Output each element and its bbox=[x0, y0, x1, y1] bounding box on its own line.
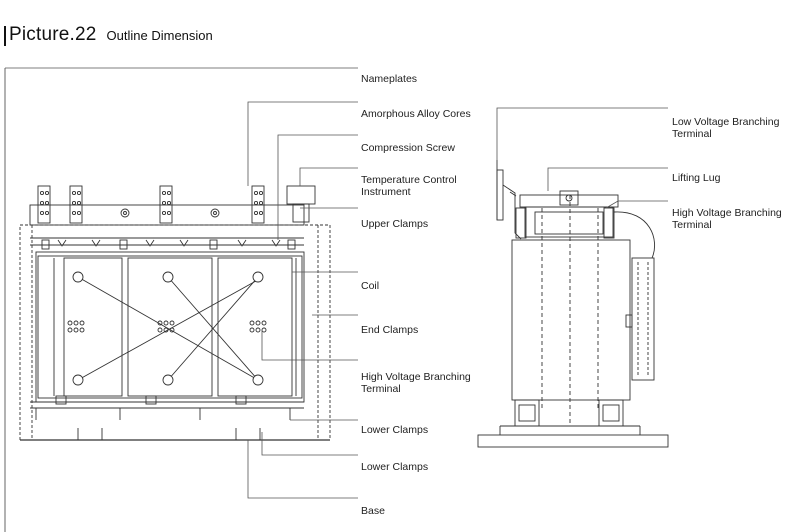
compression-screws bbox=[41, 239, 296, 250]
side-body bbox=[511, 239, 631, 401]
label-upper-clamps: Upper Clamps bbox=[361, 218, 428, 230]
tap-terminals bbox=[67, 320, 267, 333]
label-instrument: Instrument bbox=[361, 186, 411, 198]
label-compression-screw: Compression Screw bbox=[361, 142, 455, 154]
label-side-hv-branching: High Voltage Branching bbox=[672, 207, 782, 219]
front-view bbox=[4, 67, 358, 532]
base bbox=[20, 428, 330, 441]
label-amorphous-cores: Amorphous Alloy Cores bbox=[361, 108, 471, 120]
front-leaders bbox=[5, 67, 358, 499]
side-view bbox=[477, 107, 669, 448]
title-main: Picture.22 bbox=[9, 24, 97, 45]
page-title: Picture.22 Outline Dimension bbox=[4, 24, 213, 48]
temperature-instrument bbox=[286, 185, 316, 205]
hv-lead bbox=[613, 211, 656, 259]
label-side-hv-terminal: Terminal bbox=[672, 219, 712, 231]
label-lower-clamps-1: Lower Clamps bbox=[361, 424, 428, 436]
label-lifting-lug: Lifting Lug bbox=[672, 172, 721, 184]
side-base bbox=[477, 434, 669, 448]
label-lv-terminal: Terminal bbox=[672, 128, 712, 140]
tie-rods bbox=[72, 271, 264, 386]
side-labels: Low Voltage Branching Terminal Lifting L… bbox=[672, 116, 782, 231]
label-end-clamps: End Clamps bbox=[361, 324, 418, 336]
label-coil: Coil bbox=[361, 280, 379, 292]
label-temperature-control: Temperature Control bbox=[361, 174, 457, 186]
title-bar bbox=[4, 26, 6, 46]
front-labels: Nameplates Amorphous Alloy Cores Compres… bbox=[361, 73, 471, 517]
side-panel bbox=[631, 257, 655, 381]
terminal-plates bbox=[37, 185, 265, 224]
label-lv-branching: Low Voltage Branching bbox=[672, 116, 780, 128]
side-leaders bbox=[496, 107, 668, 209]
top-beam bbox=[29, 204, 305, 226]
title-sub: Outline Dimension bbox=[106, 28, 213, 43]
lower-clamps bbox=[30, 395, 304, 420]
label-lower-clamps-2: Lower Clamps bbox=[361, 461, 428, 473]
label-hv-terminal: Terminal bbox=[361, 383, 401, 395]
coils bbox=[53, 257, 297, 397]
lifting-lug bbox=[559, 190, 579, 206]
label-base: Base bbox=[361, 505, 385, 517]
lv-terminal bbox=[496, 160, 522, 240]
label-nameplates: Nameplates bbox=[361, 73, 417, 85]
label-hv-branching: High Voltage Branching bbox=[361, 371, 471, 383]
